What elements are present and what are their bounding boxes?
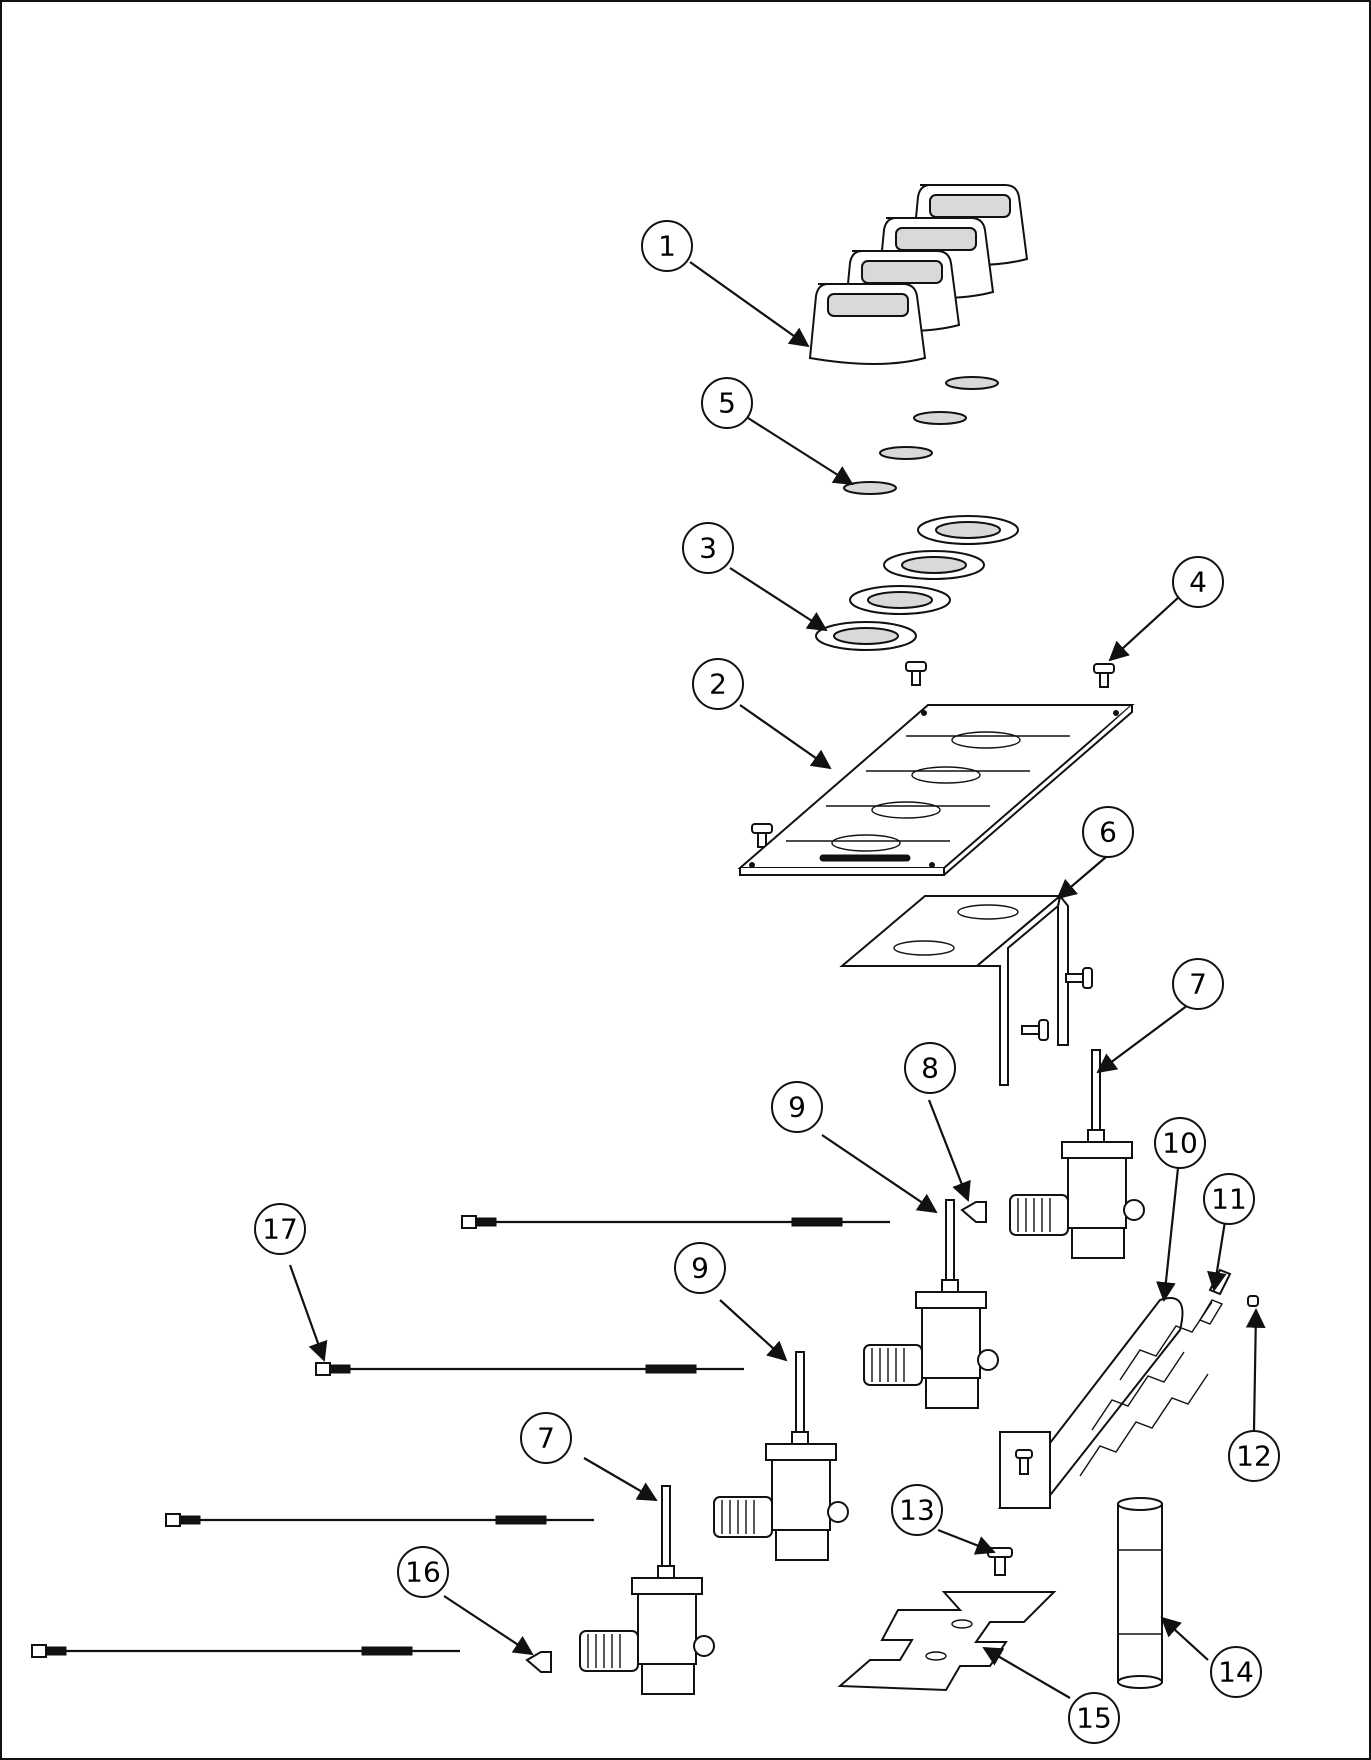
callout-5-label: 5 [718, 387, 736, 420]
small-washer-parts [843, 376, 999, 495]
callout-12-label: 12 [1236, 1440, 1272, 1473]
pipe-part-14 [1117, 1497, 1163, 1689]
callout-10-label: 10 [1162, 1127, 1198, 1160]
plate-part-15 [837, 1591, 1057, 1692]
fitting-part-8 [960, 1201, 987, 1223]
knob-parts [808, 184, 1029, 365]
callout-3-label: 3 [699, 532, 717, 565]
callout-11-label: 11 [1211, 1183, 1247, 1216]
callout-2: 2 [692, 658, 744, 710]
callout-9-lower: 9 [674, 1242, 726, 1294]
callout-3: 3 [682, 522, 734, 574]
callout-7-lower: 7 [520, 1412, 572, 1464]
callout-6: 6 [1082, 806, 1134, 858]
callout-2-label: 2 [709, 668, 727, 701]
callout-15: 15 [1068, 1692, 1120, 1744]
callout-13-label: 13 [899, 1494, 935, 1527]
callout-8: 8 [904, 1042, 956, 1094]
valve-assembly-upper-right [1009, 1049, 1145, 1259]
callout-8-label: 8 [921, 1052, 939, 1085]
callout-17-label: 17 [262, 1213, 298, 1246]
callout-9-lower-label: 9 [691, 1252, 709, 1285]
callout-7-lower-label: 7 [537, 1422, 555, 1455]
callout-13: 13 [891, 1484, 943, 1536]
callout-11: 11 [1203, 1173, 1255, 1225]
callout-16-label: 16 [405, 1556, 441, 1589]
callout-1: 1 [641, 220, 693, 272]
screw-part-12 [1247, 1295, 1259, 1307]
ring-parts [815, 515, 1019, 651]
callout-10: 10 [1154, 1117, 1206, 1169]
callout-15-label: 15 [1076, 1702, 1112, 1735]
faceplate-part [737, 704, 1135, 876]
callout-5: 5 [701, 377, 753, 429]
valve-assembly-middle [863, 1199, 999, 1409]
bracket-part [839, 893, 1093, 1086]
callout-9-upper: 9 [771, 1081, 823, 1133]
thermocouple-parts [31, 1215, 890, 1658]
callout-14-label: 14 [1218, 1656, 1254, 1689]
manifold-part [997, 1297, 1213, 1509]
callout-6-label: 6 [1099, 816, 1117, 849]
callout-7-upper: 7 [1172, 958, 1224, 1010]
valve-assembly-bottom [579, 1485, 715, 1695]
callout-1-label: 1 [658, 230, 676, 263]
valve-assembly-lower [713, 1351, 849, 1561]
callout-16: 16 [397, 1546, 449, 1598]
leader-arrows [288, 261, 1266, 1699]
callout-17: 17 [254, 1203, 306, 1255]
callout-4-label: 4 [1189, 566, 1207, 599]
callout-9-upper-label: 9 [788, 1091, 806, 1124]
callout-12: 12 [1228, 1430, 1280, 1482]
fitting-part-16 [525, 1651, 552, 1673]
callout-14: 14 [1210, 1646, 1262, 1698]
callout-4: 4 [1172, 556, 1224, 608]
callout-7-upper-label: 7 [1189, 968, 1207, 1001]
